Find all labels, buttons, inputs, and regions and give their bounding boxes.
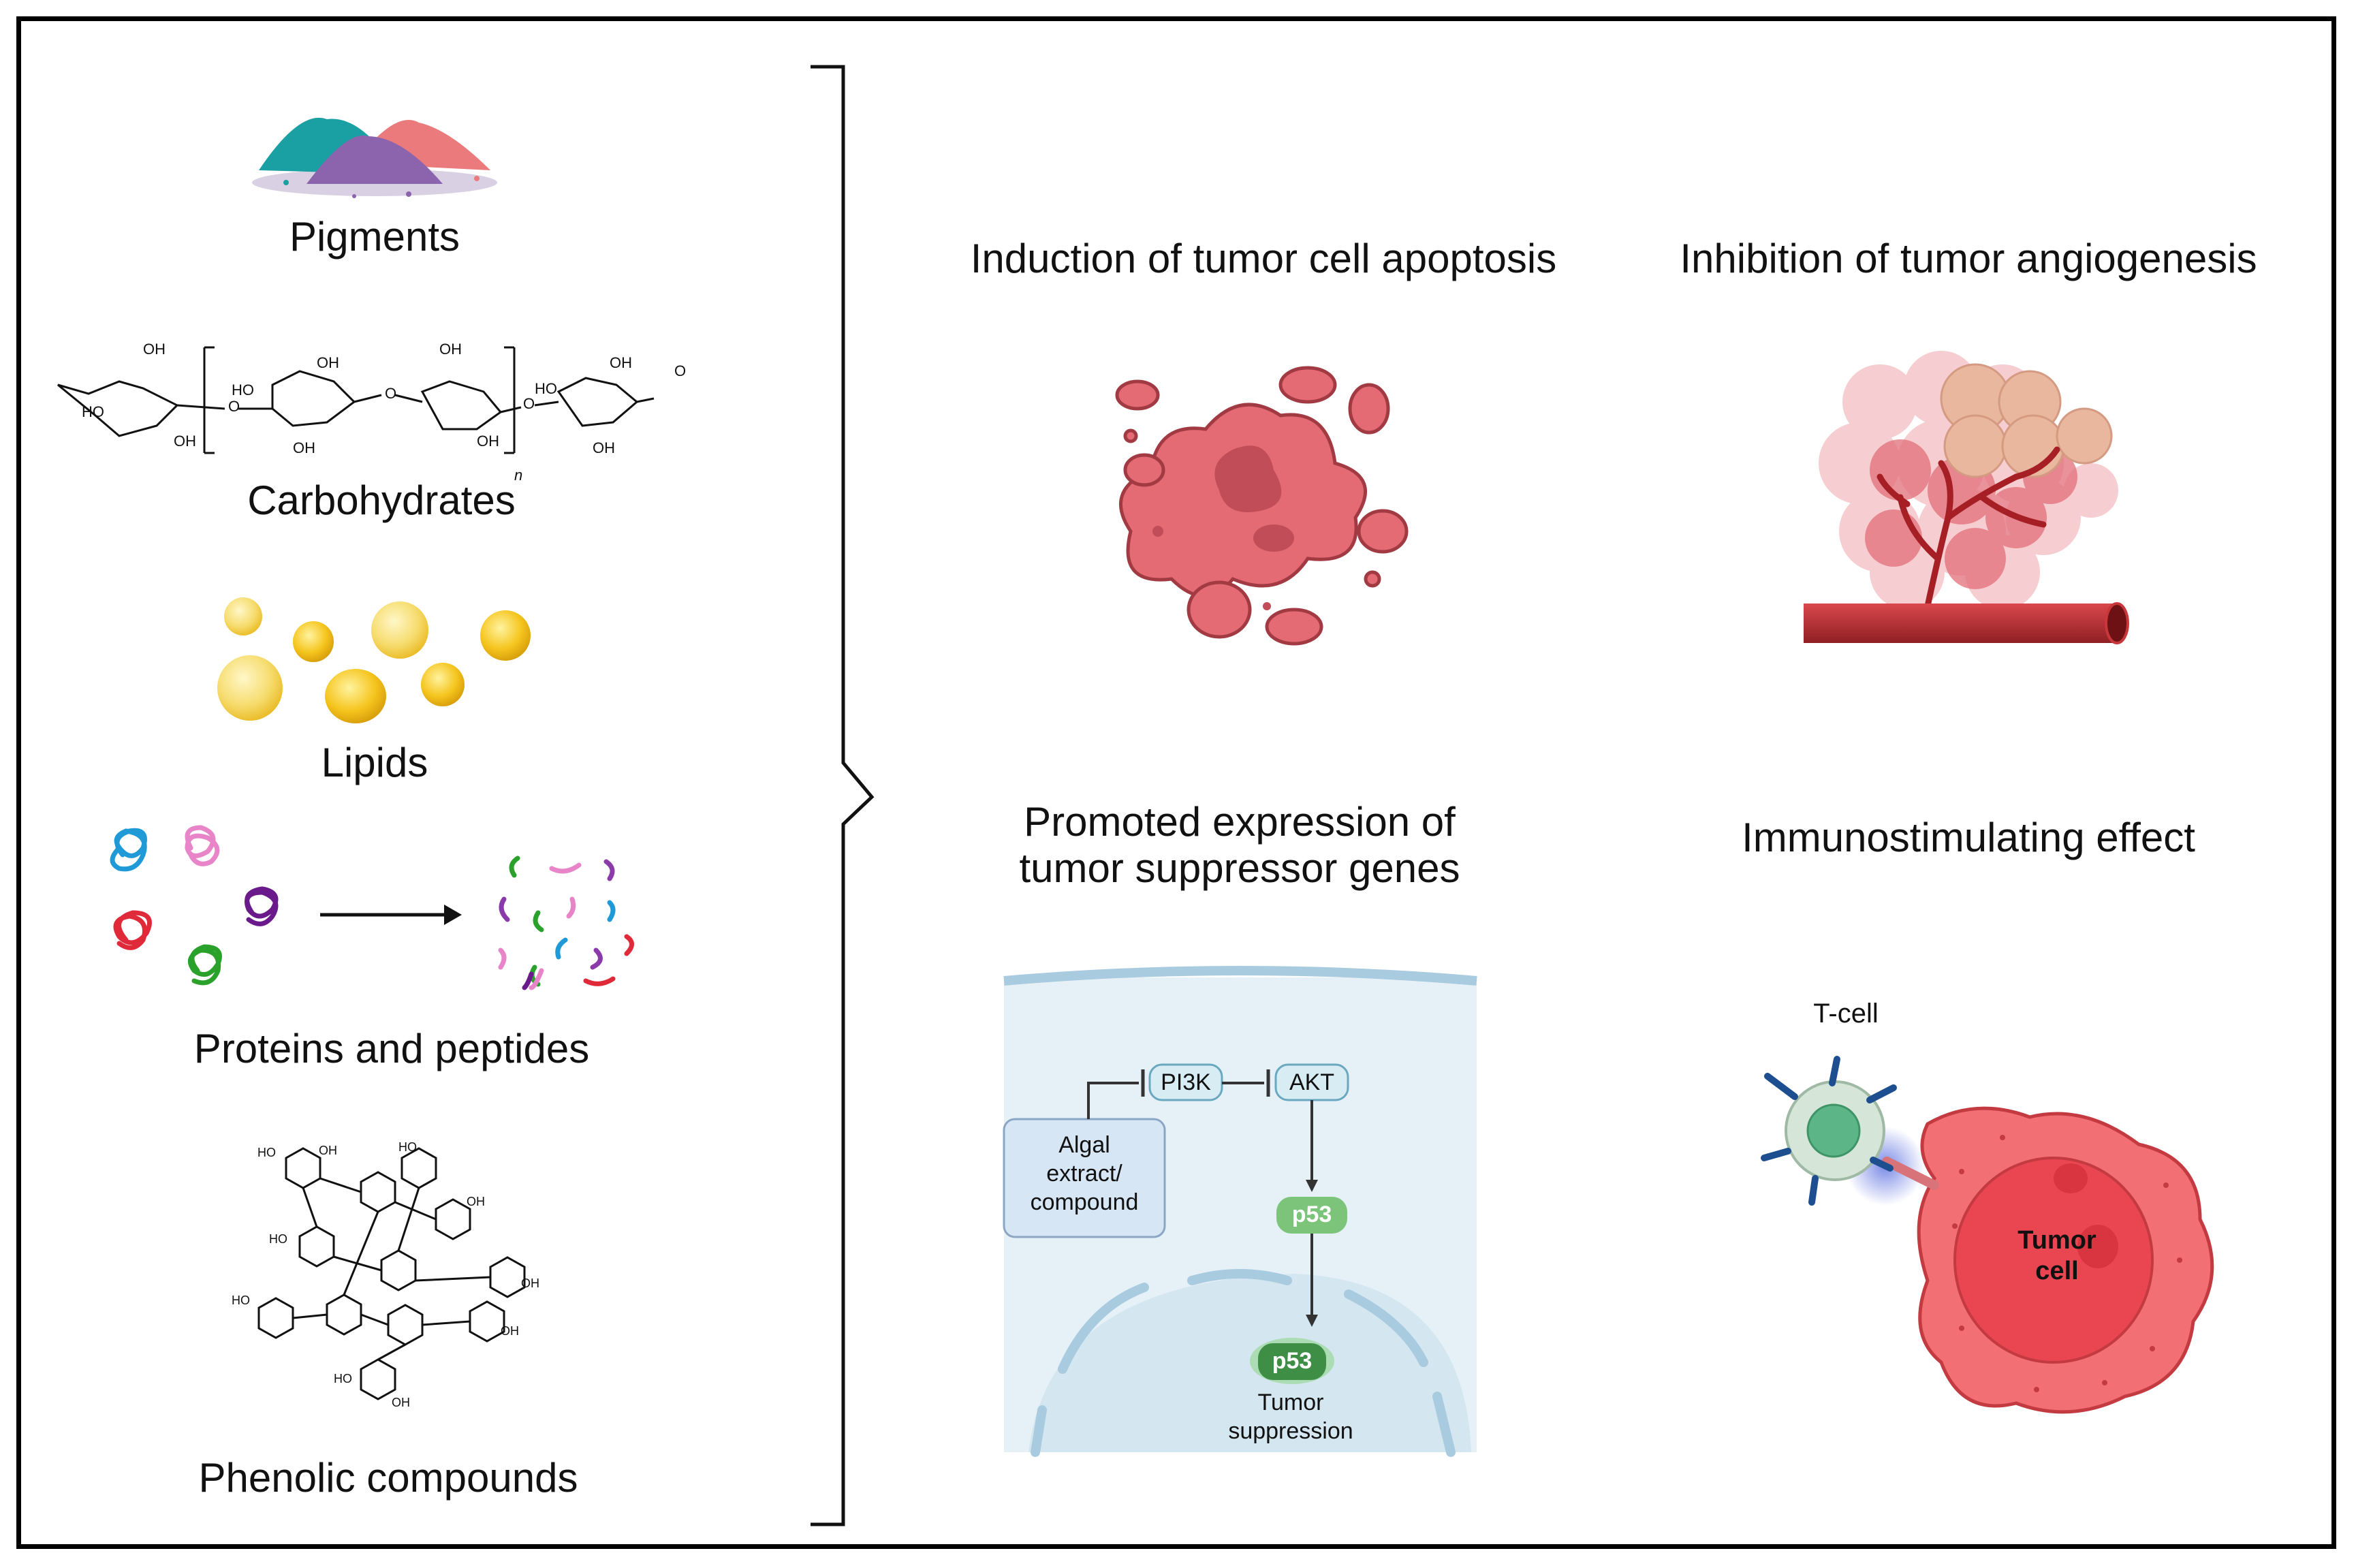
svg-text:OH: OH: [319, 1144, 337, 1157]
tcell-label: T-cell: [1813, 999, 1879, 1029]
svg-text:OH: OH: [467, 1195, 485, 1208]
effect-title-tumor-suppressor-line2: tumor suppressor genes: [1019, 845, 1460, 891]
tumor-suppression-line1: Tumor: [1257, 1390, 1324, 1415]
grouping-bracket: [811, 65, 875, 1526]
lipid-droplets-icon: [217, 597, 531, 723]
svg-text:HO: HO: [82, 403, 104, 420]
svg-text:OH: OH: [501, 1324, 519, 1338]
svg-text:OH: OH: [593, 439, 615, 456]
svg-text:O: O: [385, 385, 396, 402]
svg-text:HO: HO: [232, 381, 254, 398]
akt-label: AKT: [1289, 1069, 1335, 1095]
svg-text:O: O: [523, 395, 535, 412]
tcell-tumor-icon: [1761, 1056, 2214, 1414]
svg-text:O: O: [228, 398, 240, 415]
p53-nucleus-label: p53: [1272, 1348, 1313, 1374]
svg-text:HO: HO: [398, 1140, 417, 1154]
p53-cytoplasm-label: p53: [1291, 1202, 1332, 1227]
svg-text:O: O: [674, 362, 686, 379]
effect-title-tumor-suppressor-line1: Promoted expression of: [1024, 799, 1456, 845]
svg-text:OH: OH: [293, 439, 315, 456]
svg-text:OH: OH: [317, 354, 339, 371]
svg-text:OH: OH: [439, 341, 462, 358]
svg-text:HO: HO: [334, 1372, 352, 1385]
tumor-suppression-line2: suppression: [1228, 1418, 1353, 1444]
phenolic-structure-icon: [257, 1147, 526, 1400]
category-label-proteins: Proteins and peptides: [193, 1026, 590, 1071]
svg-text:OH: OH: [521, 1276, 539, 1290]
tumor-cell-label-line2: cell: [2035, 1257, 2079, 1285]
svg-text:n: n: [514, 467, 522, 484]
apoptotic-cell-icon: [1115, 366, 1409, 646]
extract-label-line3: compound: [1030, 1189, 1139, 1215]
peptide-fragments: [498, 856, 634, 990]
extract-label-line1: Algal: [1058, 1132, 1110, 1158]
svg-text:HO: HO: [269, 1232, 287, 1246]
pi3k-label: PI3K: [1161, 1069, 1211, 1095]
tumor-blood-vessel-icon: [1804, 351, 2129, 644]
polysaccharide-structure-icon: [57, 346, 655, 454]
tumor-cell-label-line1: Tumor: [2017, 1226, 2096, 1255]
category-label-phenolic: Phenolic compounds: [198, 1455, 578, 1501]
svg-text:OH: OH: [477, 433, 499, 450]
svg-text:OH: OH: [610, 354, 632, 371]
svg-text:OH: OH: [143, 341, 166, 358]
svg-text:OH: OH: [174, 433, 196, 450]
svg-text:HO: HO: [232, 1293, 250, 1307]
effect-title-immunostimulating: Immunostimulating effect: [1742, 815, 2195, 860]
p53-pathway-icon: [1003, 966, 1477, 1457]
svg-text:HO: HO: [257, 1146, 276, 1159]
pigment-powder-icon: [252, 117, 497, 198]
category-label-carbohydrates: Carbohydrates: [247, 477, 516, 523]
category-label-pigments: Pigments: [289, 214, 460, 260]
svg-text:HO: HO: [535, 380, 557, 397]
effect-title-angiogenesis: Inhibition of tumor angiogenesis: [1680, 236, 2257, 281]
effect-title-apoptosis: Induction of tumor cell apoptosis: [970, 236, 1557, 281]
protein-to-peptide-icon: [110, 825, 279, 986]
extract-label-line2: extract/: [1046, 1161, 1122, 1187]
category-label-lipids: Lipids: [321, 740, 428, 785]
svg-text:OH: OH: [392, 1396, 410, 1409]
